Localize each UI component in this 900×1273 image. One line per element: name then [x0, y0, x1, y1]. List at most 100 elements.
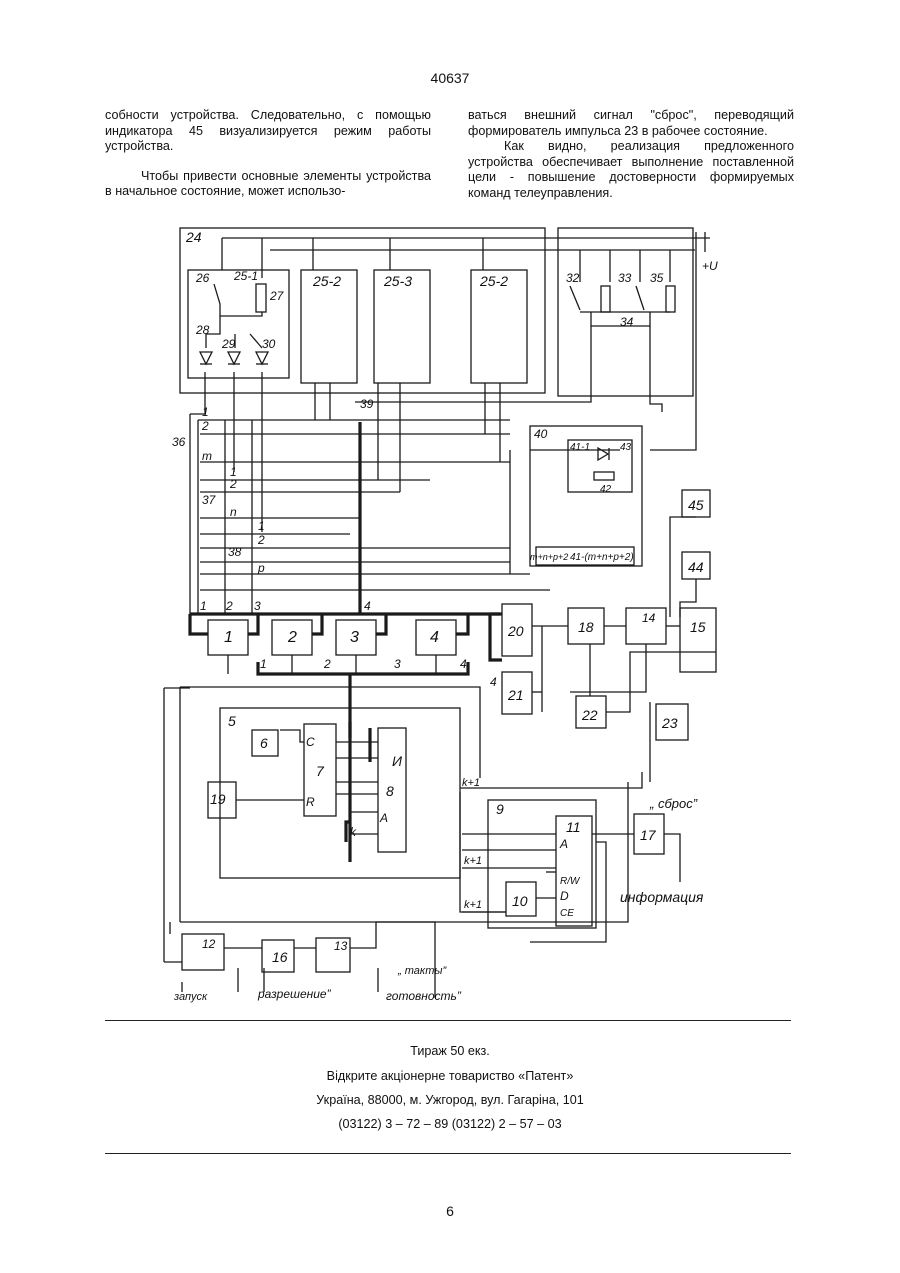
- paragraph: Как видно, реализация предложенного устр…: [468, 139, 794, 201]
- paragraph: ваться внешний сигнал "сброс", переводящ…: [468, 108, 794, 139]
- label: 11: [566, 819, 581, 835]
- label: 38: [228, 545, 242, 559]
- imprint-publisher: Відкрите акціонерне товариство «Патент»: [0, 1069, 900, 1083]
- label: 25-3: [383, 273, 412, 289]
- pin-label: 2: [257, 533, 265, 547]
- pin-label: 2: [225, 599, 233, 613]
- pin-label: k+1: [464, 855, 482, 867]
- label: 43: [620, 442, 632, 453]
- paragraph: Чтобы привести основные элементы устройс…: [105, 169, 431, 200]
- circuit-schematic: 24 26 25-1 27 28 29 30 25-2 25-3 25-2 32…: [150, 222, 750, 1012]
- pin-label: 1: [258, 519, 265, 533]
- label: 6: [260, 735, 268, 751]
- label: 25-2: [479, 273, 508, 289]
- label: 2: [287, 629, 297, 646]
- label: 26: [195, 271, 210, 285]
- label: 42: [600, 484, 612, 495]
- pin-label: D: [560, 889, 569, 903]
- label: 10: [512, 893, 528, 909]
- label: 41-1: [570, 442, 590, 453]
- label: 1: [224, 629, 233, 646]
- pin-label: 4: [460, 657, 467, 671]
- pin-label: R/W: [560, 876, 581, 887]
- label: 12: [202, 937, 216, 951]
- signal-label: готовность”: [386, 989, 462, 1003]
- label: 20: [507, 623, 524, 639]
- pin-label: A: [559, 837, 568, 851]
- pin-label: И: [392, 753, 403, 769]
- pin-label: A: [379, 811, 388, 825]
- label: 4: [430, 629, 439, 646]
- pin-label: 1: [202, 405, 209, 419]
- pin-label: n: [230, 505, 237, 519]
- block-5-frame: [220, 708, 460, 878]
- label: 19: [210, 791, 226, 807]
- imprint-phones: (03122) 3 – 72 – 89 (03122) 2 – 57 – 03: [0, 1117, 900, 1131]
- signal-label: „ такты”: [397, 965, 447, 977]
- label: 45: [688, 497, 704, 513]
- label: 39: [360, 397, 374, 411]
- pin-label: 1: [200, 599, 207, 613]
- label: 27: [269, 289, 285, 303]
- label: m+n+p+2: [530, 552, 568, 562]
- pin-label: 4: [490, 675, 497, 689]
- document-number: 40637: [0, 70, 900, 86]
- label: 34: [620, 315, 634, 329]
- divider: [105, 1020, 791, 1021]
- pin-label: 3: [394, 657, 401, 671]
- label: 25-2: [312, 273, 341, 289]
- pin-label: k: [350, 825, 357, 839]
- signal-label: разрешение”: [257, 987, 332, 1001]
- imprint-circulation: Тираж 50 екз.: [0, 1044, 900, 1058]
- pin-label: CE: [560, 908, 574, 919]
- signal-label: информация: [620, 889, 704, 905]
- label: 24: [185, 229, 202, 245]
- label: 14: [642, 611, 656, 625]
- label: 33: [618, 271, 632, 285]
- pin-label: 2: [323, 657, 331, 671]
- label: 35: [650, 271, 664, 285]
- label: 13: [334, 939, 348, 953]
- paragraph: собности устройства. Следовательно, с по…: [105, 108, 431, 155]
- label: 5: [228, 713, 236, 729]
- label: 23: [661, 715, 678, 731]
- divider: [105, 1153, 791, 1154]
- pin-label: k+1: [462, 777, 480, 789]
- label: 8: [386, 783, 394, 799]
- signal-label: „ сброс”: [649, 796, 698, 811]
- pin-label: 2: [201, 419, 209, 433]
- pin-label: C: [306, 735, 315, 749]
- label: 30: [262, 337, 276, 351]
- label: 29: [221, 337, 236, 351]
- label: 36: [172, 435, 186, 449]
- text-column-left: собности устройства. Следовательно, с по…: [105, 108, 431, 200]
- label: 17: [640, 827, 657, 843]
- pin-label: R: [306, 795, 315, 809]
- label: 3: [350, 629, 359, 646]
- signal-label: запуск: [173, 991, 208, 1003]
- label: 28: [195, 323, 210, 337]
- imprint-address: Україна, 88000, м. Ужгород, вул. Гагарін…: [0, 1093, 900, 1107]
- label: 37: [202, 493, 217, 507]
- pin-label: 3: [254, 599, 261, 613]
- block-24-frame: [180, 228, 545, 393]
- text-column-right: ваться внешний сигнал "сброс", переводящ…: [468, 108, 794, 201]
- label: 25-1: [233, 269, 258, 283]
- label: 7: [316, 763, 325, 779]
- label: 44: [688, 559, 704, 575]
- pin-label: m: [202, 449, 212, 463]
- pin-label: 2: [229, 477, 237, 491]
- pin-label: 1: [260, 657, 267, 671]
- pin-label: 4: [364, 599, 371, 613]
- label: 9: [496, 801, 504, 817]
- label: 22: [581, 707, 598, 723]
- pin-label: p: [257, 561, 265, 575]
- label: +U: [702, 259, 718, 273]
- page-number: 6: [0, 1203, 900, 1219]
- label: 21: [507, 687, 524, 703]
- label: 18: [578, 619, 594, 635]
- pin-label: k+1: [464, 899, 482, 911]
- label: 32: [566, 271, 580, 285]
- label: 15: [690, 619, 706, 635]
- label: 16: [272, 949, 288, 965]
